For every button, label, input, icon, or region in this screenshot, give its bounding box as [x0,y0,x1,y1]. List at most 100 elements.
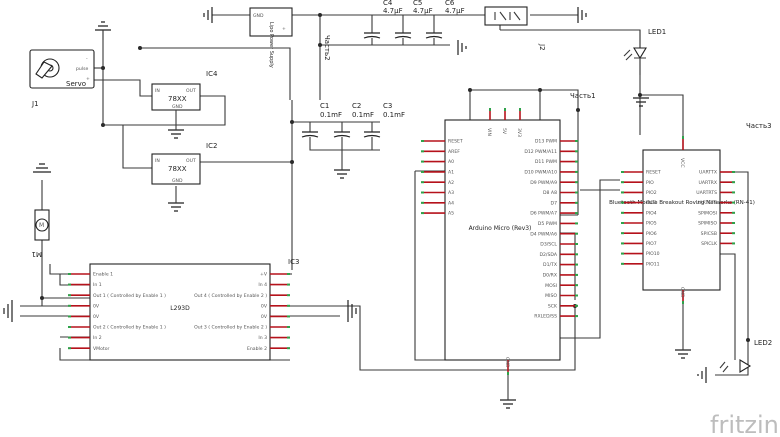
pin-label: PIO11 [646,261,660,267]
svg-text:0.1mF: 0.1mF [320,111,342,119]
capacitor-c6: C6 4.7µF [425,0,465,45]
regulator-ic4: 78XX IN OUT GND IC4 [151,70,218,120]
pin: Out 3 ( Controlled by Enable 2 ) [194,325,290,331]
arduino-micro: Arduino Micro (Rev3) RESETAREFA0A1A2A3A4… [421,108,578,375]
capacitor-c2: C2 0.1mF [333,102,374,150]
pin: A3 [421,190,454,196]
pin-label: A0 [448,159,454,165]
pin: VMotor [68,346,110,352]
l293d-title: L293D [170,305,190,312]
svg-text:78XX: 78XX [168,95,187,103]
pin-label: Out 3 ( Controlled by Enable 2 ) [194,325,267,331]
pin: MISO [545,293,578,299]
pin-label: 0V [261,314,268,320]
svg-text:4.7µF: 4.7µF [383,7,403,15]
pin-label: 5V [501,128,507,135]
svg-text:IN: IN [155,88,160,94]
svg-text:C3: C3 [383,102,392,110]
pin: PIO6 [621,231,657,237]
svg-text:LED1: LED1 [648,28,666,36]
pin: UARTTX [699,170,735,176]
svg-text:M: M [39,222,44,229]
pin: UARTRX [698,180,735,186]
pin-label: D0/RX [543,273,557,279]
pin-label: PIO4 [646,210,657,216]
arduino-title: Arduino Micro (Rev3) [469,225,532,232]
fritzing-logo: fritzing [710,411,780,437]
pin-label: SPIMISO [698,221,717,227]
svg-text:C4: C4 [383,0,393,7]
pin: D6 PWM/A7 [530,211,578,217]
pin-label: PIO [646,180,654,186]
pin: PIO10 [621,251,660,257]
pin-label: A5 [448,211,454,217]
pin: D9 PWM/A9 [530,180,578,186]
pin: SPIMOSI [698,210,735,216]
pin: D11 PWM [535,159,578,165]
svg-text:GND: GND [172,104,183,110]
pin-label: D11 PWM [535,159,557,165]
pin-label: RESET [448,139,463,145]
pin-label: 0V [93,303,100,309]
pin: RESET [421,139,463,145]
svg-text:J2: J2 [538,43,546,51]
pin: D3/SCL [540,242,578,248]
pin: Enable 2 [247,346,290,352]
svg-text:0.1mF: 0.1mF [383,111,405,119]
switch-j2: J2 [484,6,546,51]
pin: A5 [421,211,454,217]
motor-m1: M M1 [32,209,50,258]
pin-label: PIO10 [646,251,660,257]
pin-label: D2/SDA [539,252,557,258]
svg-text:0.1mF: 0.1mF [352,111,374,119]
pin: RXLED/SS [534,314,578,320]
pin-label: D13 PWM [535,139,557,145]
pin: In 1 [68,282,102,288]
pin-label: VMotor [93,346,110,352]
pin-label: PIO2 [646,190,657,196]
pin-label: D3/SCL [540,242,557,248]
pin-label: D7 [551,200,558,206]
pin-label: 0V [261,303,268,309]
pin-label: SPIMOSI [698,210,717,216]
pin-label: RESET [646,170,661,176]
pin-label: UARTRX [698,180,717,186]
svg-text:M1: M1 [32,250,43,258]
pin: SPICLK [701,241,735,247]
pin: D10 PWM/A10 [524,170,578,176]
pin: In 2 [68,335,102,341]
pin: In 3 [258,335,290,341]
led1: LED1 [623,28,666,75]
pin: +V [260,272,290,278]
pin: D13 PWM [535,139,578,145]
svg-text:LED2: LED2 [754,339,772,347]
pin: Out 1 ( Controlled by Enable 1 ) [68,293,166,299]
capacitor-c1: C1 0.1mF [301,102,380,151]
regulator-ic2: 78XX IN OUT GND IC2 [151,142,217,185]
svg-text:IN: IN [155,158,160,164]
capacitor-c4: C4 4.7µF [363,0,403,45]
pin: A1 [421,170,454,176]
pin: MOSI [545,283,578,289]
pin: D7 [551,200,578,206]
pin: Out 4 ( Controlled by Enable 2 ) [194,293,290,299]
pin-label: Enable 1 [93,272,113,278]
pin: D1/TX [543,262,578,268]
svg-text:+: + [86,76,90,82]
pin-label: D10 PWM/A10 [524,170,557,176]
pin: SPIMISO [698,221,735,227]
pin-label: VCC [679,158,685,168]
pin: D4 PWM/A6 [530,231,578,237]
svg-text:J1: J1 [31,100,39,108]
pin-label: SCK [548,303,558,309]
led2: LED2 [719,320,772,373]
pin-label: PIO6 [646,231,657,237]
pin: Enable 1 [68,272,113,278]
pin-label: VIN [486,128,492,136]
pin-label: D4 PWM/A6 [530,231,557,237]
pin-label: UARTTX [699,170,717,176]
pin: SCK [548,303,578,309]
svg-text:OUT: OUT [186,158,196,164]
pin: PIO [621,180,654,186]
pin: GND [504,357,510,375]
